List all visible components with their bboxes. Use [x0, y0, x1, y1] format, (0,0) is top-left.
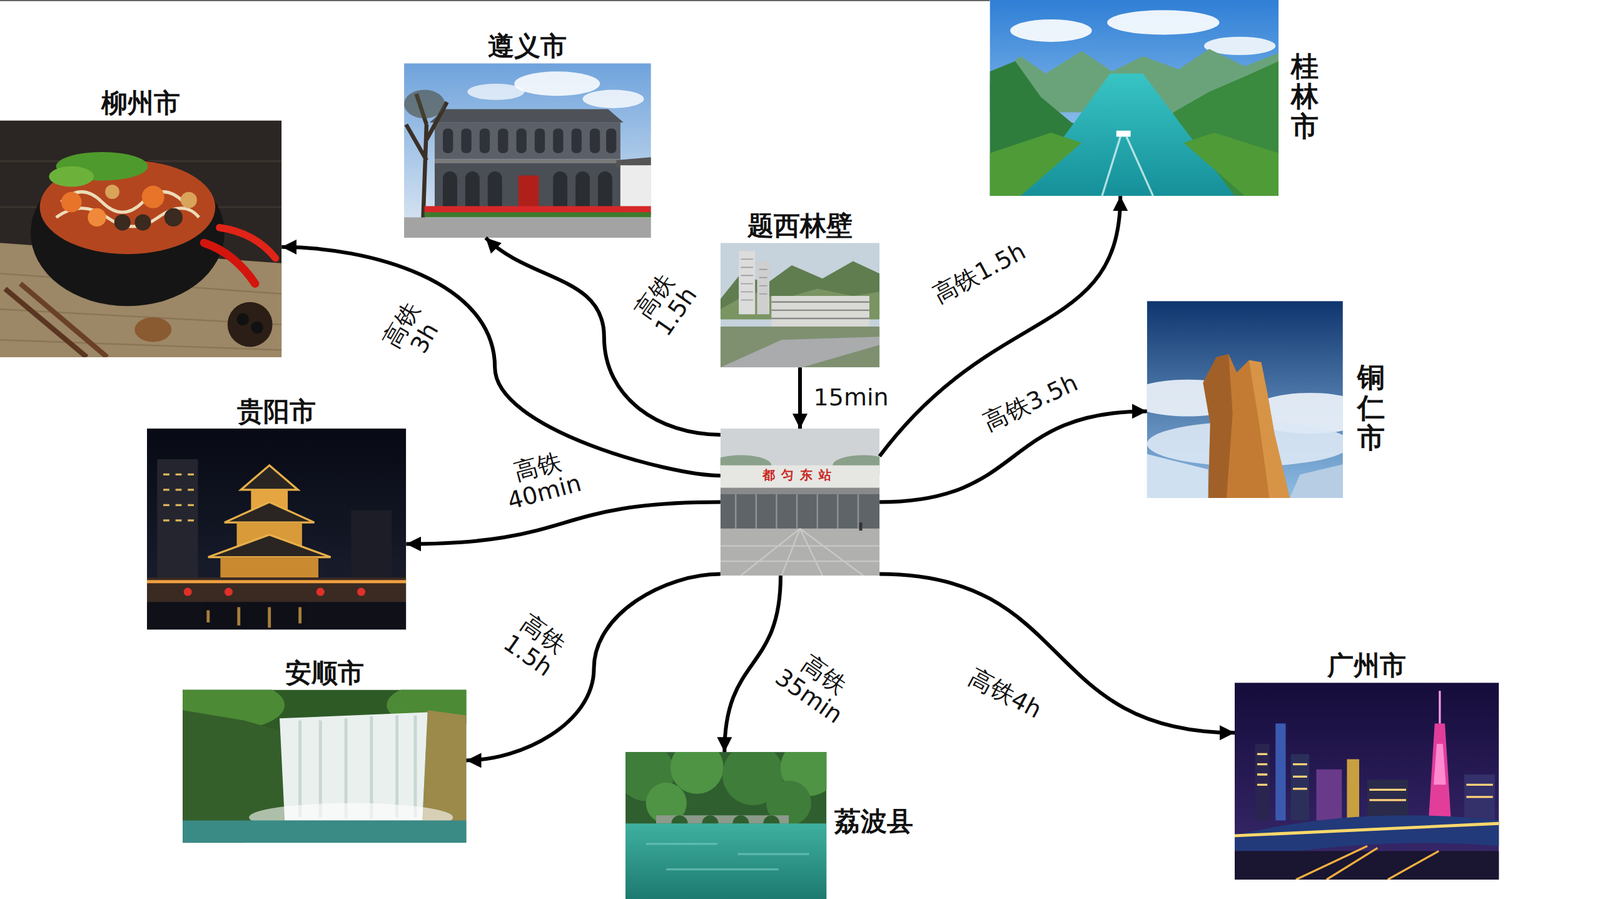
arrow-connector [724, 575, 781, 752]
top-rule [0, 0, 990, 2]
station-photo [709, 428, 894, 576]
arrow-connector [879, 574, 1235, 734]
edge-label: 高铁1.5h [926, 237, 1033, 310]
town-photo [720, 242, 880, 368]
edge-label: 高铁 3h [377, 295, 450, 368]
city-photo-node: 贵阳市 [146, 396, 406, 630]
river-photo [989, 0, 1279, 196]
lake-photo [617, 738, 838, 899]
city-photo-node: 安顺市 [182, 658, 467, 844]
museum-photo [404, 63, 652, 238]
county-photo-node: 荔波县 [625, 751, 917, 899]
arrow-connector [486, 237, 721, 435]
edge-label: 高铁 35min [768, 641, 865, 730]
waterfall-photo [162, 679, 489, 843]
city-label: 贵阳市 [146, 396, 406, 427]
peak-photo [1126, 300, 1372, 498]
edge-label: 高铁3.5h [977, 369, 1084, 438]
station-sign: 都匀东站 [762, 467, 838, 483]
edge-label: 高铁 1.5h [627, 265, 704, 343]
city-label: 安顺市 [182, 658, 467, 689]
city-photo [1234, 682, 1500, 880]
city-label: 柳州市 [0, 88, 282, 119]
edge-label: 高铁 40min [495, 444, 587, 516]
noodle-photo [0, 120, 282, 357]
city-photo-node: 广州市 [1234, 650, 1500, 880]
arrow-connector [798, 367, 802, 429]
pavilion-photo [146, 428, 406, 630]
city-label: 铜仁市 [1357, 362, 1385, 453]
arrow-connector [466, 574, 721, 761]
edge-label: 15min [811, 384, 892, 411]
city-label: 桂林市 [1291, 51, 1319, 142]
arrow-connector [405, 502, 721, 545]
edge-label: 高铁 1.5h [497, 606, 575, 684]
station-node: 都匀东站 [720, 428, 880, 576]
county-label: 荔波县 [834, 806, 914, 837]
city-photo-node: 遵义市 [404, 31, 652, 238]
city-photo-node: 柳州市 [0, 88, 282, 358]
city-photo-node: 铜仁市 [1147, 300, 1389, 498]
edge-label: 高铁4h [962, 663, 1048, 725]
city-label: 遵义市 [404, 31, 652, 62]
arrow-connector [281, 247, 721, 476]
place-photo-node: 题西林壁 [720, 210, 880, 368]
place-label: 题西林壁 [720, 210, 880, 241]
city-photo-node: 桂林市 [989, 0, 1322, 196]
city-label: 广州市 [1234, 650, 1500, 681]
